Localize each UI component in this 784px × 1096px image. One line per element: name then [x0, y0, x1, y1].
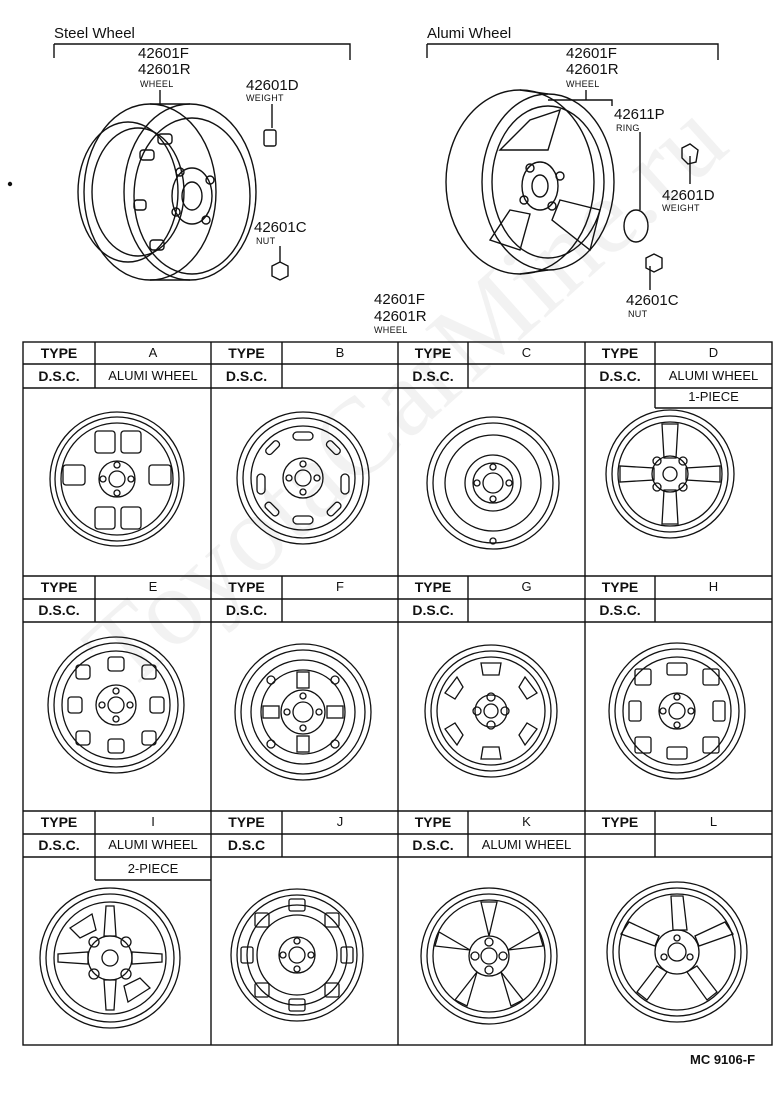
diagram-code: MC 9106-F: [690, 1052, 756, 1067]
type-code-d: D: [708, 345, 719, 360]
type-label-f: TYPE: [228, 579, 265, 595]
dsc-label-e: D.S.C.: [38, 602, 80, 618]
type-label-b: TYPE: [228, 345, 265, 361]
dsc-label-i: D.S.C.: [38, 837, 80, 853]
steel-weight-name: WEIGHT: [246, 93, 284, 103]
wheel-j-drawing: [230, 888, 364, 1022]
alumi-weight-name: WEIGHT: [662, 203, 700, 213]
dsc-label-g: D.S.C.: [412, 602, 454, 618]
dsc-label-f: D.S.C.: [225, 602, 268, 618]
type-code-j: J: [336, 814, 344, 829]
wheel-c-drawing: [426, 416, 560, 550]
alumi-nut-name: NUT: [628, 309, 648, 319]
wheel-i-drawing: [39, 887, 181, 1029]
dsc-value-i: ALUMI WHEEL: [108, 837, 198, 852]
exploded-view-illustration: [7, 43, 719, 290]
dsc-label-a: D.S.C.: [38, 368, 80, 384]
type-label-c: TYPE: [414, 345, 452, 361]
steel-wheel-part-f: 42601F: [138, 45, 189, 62]
steel-nut-name: NUT: [256, 236, 276, 246]
type-label-g: TYPE: [414, 579, 452, 595]
wheel-k-drawing: [420, 887, 558, 1025]
wheel-d-drawing: [605, 409, 735, 539]
wheel-f-drawing: [234, 643, 372, 781]
type-label-j: TYPE: [228, 814, 265, 830]
type-code-g: G: [521, 579, 532, 594]
type-label-d: TYPE: [601, 345, 639, 361]
steel-nut-icon: [271, 261, 289, 281]
alumi-nut-icon: [645, 253, 663, 273]
type-code-c: C: [521, 345, 532, 360]
center-part-r: 42601R: [374, 308, 427, 325]
dsc-label-c: D.S.C.: [412, 368, 454, 384]
type-label-i: TYPE: [40, 814, 78, 830]
steel-nut-part: 42601C: [254, 219, 307, 236]
dsc-value-k: ALUMI WHEEL: [481, 837, 572, 852]
type-code-h: H: [708, 579, 719, 594]
type-label-k: TYPE: [414, 814, 452, 830]
type-code-k: K: [522, 814, 531, 829]
alumi-wheel-name: WHEEL: [566, 79, 600, 89]
type-code-f: F: [336, 579, 344, 594]
alumi-nut-part: 42601C: [626, 292, 679, 309]
alumi-wheel-part-r: 42601R: [566, 61, 619, 78]
dsc-label-j: D.S.C: [227, 837, 266, 853]
dsc-label-b: D.S.C.: [225, 368, 268, 384]
type-code-l: L: [709, 814, 718, 829]
wheel-h-drawing: [608, 642, 746, 780]
steel-wheel-name: WHEEL: [140, 79, 174, 89]
type-label-h: TYPE: [601, 579, 639, 595]
center-wheel-name: WHEEL: [374, 325, 408, 335]
alumi-wheel-part-f: 42601F: [566, 45, 617, 62]
type-code-b: B: [335, 345, 345, 360]
steel-weight-icon: [263, 129, 277, 147]
wheel-e-drawing: [47, 636, 185, 774]
steel-wheel-title: Steel Wheel: [54, 25, 135, 42]
alumi-ring-icon: [623, 209, 649, 243]
alumi-ring-part: 42611P: [614, 106, 665, 123]
steel-weight-part: 42601D: [246, 77, 299, 94]
type-label-e: TYPE: [40, 579, 78, 595]
wheel-g-drawing: [424, 644, 558, 778]
alumi-ring-name: RING: [616, 123, 640, 133]
wheel-b-drawing: [236, 411, 370, 545]
dsc-value-d: ALUMI WHEEL: [668, 368, 759, 383]
dsc-label-d: D.S.C.: [599, 368, 641, 384]
dsc-value-a: ALUMI WHEEL: [108, 368, 198, 383]
note-d: 1-PIECE: [688, 389, 739, 404]
type-code-i: I: [151, 814, 155, 829]
type-label-a: TYPE: [40, 345, 78, 361]
type-code-e: E: [148, 579, 158, 594]
type-label-l: TYPE: [601, 814, 639, 830]
steel-wheel-part-r: 42601R: [138, 61, 191, 78]
dsc-label-k: D.S.C.: [412, 837, 454, 853]
alumi-wheel-drawing: [445, 89, 615, 275]
alumi-wheel-title: Alumi Wheel: [427, 25, 512, 42]
alumi-weight-icon: [681, 143, 699, 165]
note-i: 2-PIECE: [127, 861, 179, 876]
alumi-weight-part: 42601D: [662, 187, 715, 204]
steel-wheel-drawing: [77, 103, 257, 281]
wheel-a-drawing: [49, 411, 185, 547]
type-code-a: A: [148, 345, 158, 360]
center-part-f: 42601F: [374, 291, 425, 308]
dsc-label-h: D.S.C.: [599, 602, 641, 618]
wheel-l-drawing: [606, 881, 748, 1023]
